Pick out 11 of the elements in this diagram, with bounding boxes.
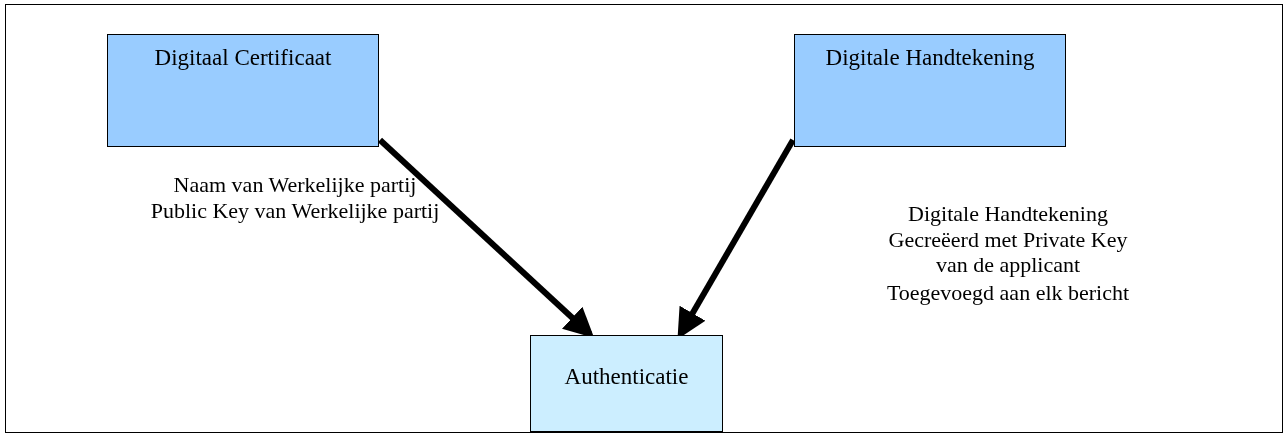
annotation-text: Digitale Handtekening [907, 201, 1109, 226]
annotation-text: Public Key van Werkelijke partij [149, 198, 441, 223]
box-title: Digitale Handtekening [824, 45, 1036, 71]
box-title: Authenticatie [563, 364, 690, 390]
concept-box [794, 34, 1066, 147]
annotation-text: Naam van Werkelijke partij [172, 172, 418, 197]
concept-box [107, 34, 379, 147]
result-box [530, 335, 723, 432]
box-title: Digitaal Certificaat [153, 45, 333, 71]
annotation-text: Toegevoegd aan elk bericht [885, 280, 1131, 305]
annotation-text: Gecreëerd met Private Key van de applicant [887, 227, 1129, 277]
